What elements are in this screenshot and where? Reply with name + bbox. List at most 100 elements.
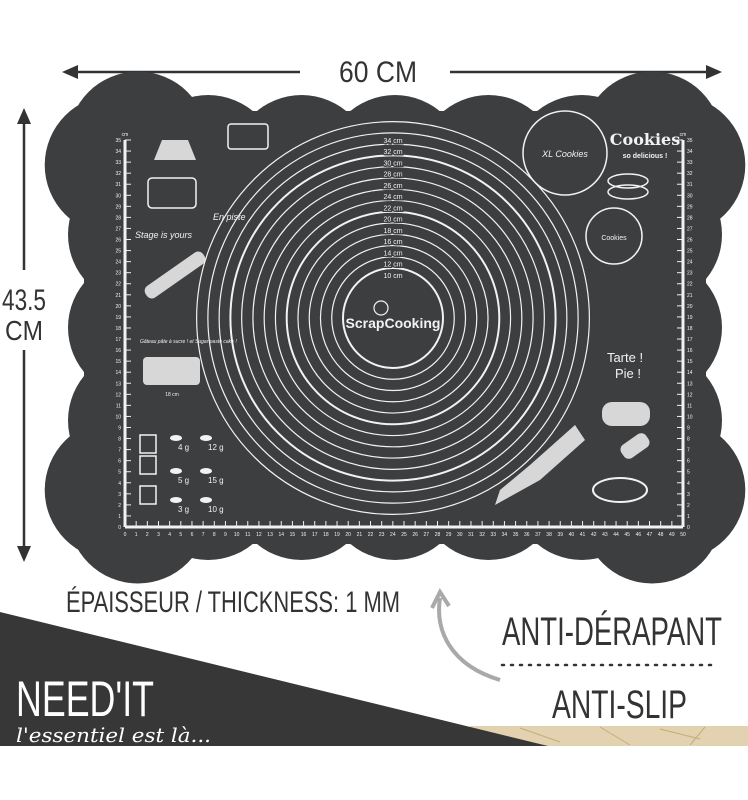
stage-label: Stage is yours [135, 230, 193, 240]
width-label: 60 CM [339, 56, 417, 89]
cookies-subtitle: so delicious ! [623, 153, 668, 160]
ruler-label: 32 [115, 171, 121, 177]
ruler-label: 9 [687, 425, 690, 431]
ruler-label: 17 [115, 337, 121, 343]
ruler-label: 22 [687, 282, 693, 288]
ruler-label: 19 [687, 315, 693, 321]
ruler-label: 25 [687, 249, 693, 255]
ring-36cm [196, 121, 590, 515]
ruler-label: 8 [687, 437, 690, 443]
arrow-head [430, 587, 451, 609]
height-unit: CM [5, 315, 43, 346]
ruler-label: 26 [412, 532, 418, 538]
ruler-label: 18 [323, 532, 329, 538]
ruler-label: 2 [146, 532, 149, 538]
ruler-label: 27 [115, 226, 121, 232]
ruler-label: 18 [687, 326, 693, 332]
ruler-label: 35 [513, 532, 519, 538]
ruler-label: 7 [202, 532, 205, 538]
ruler-label: 38 [546, 532, 552, 538]
ring-26cm [252, 177, 534, 459]
brand-banner [0, 612, 548, 746]
ruler-label: 31 [468, 532, 474, 538]
xl-cookies-label: XL Cookies [541, 149, 588, 159]
cookie-stack-icon [607, 184, 649, 200]
ring-label: 18 cm [383, 228, 402, 235]
ruler-label: 3 [687, 492, 690, 498]
spoon-icon [200, 435, 212, 441]
ruler-label: 13 [115, 381, 121, 387]
rolling-pin-icon [144, 251, 206, 299]
ruler-label: 34 [687, 149, 693, 155]
ruler-label: 42 [591, 532, 597, 538]
ruler-label: 16 [301, 532, 307, 538]
ruler-label: 12 [687, 392, 693, 398]
ruler-label: 30 [457, 532, 463, 538]
scrapcooking-logo: ScrapCooking [346, 315, 441, 331]
ruler-label: 45 [624, 532, 630, 538]
spoon-icon [170, 468, 182, 474]
spoon-measure: 4 g [178, 443, 189, 452]
ring-32cm [218, 143, 568, 493]
ruler-label: 7 [687, 448, 690, 454]
ring-34cm [207, 132, 579, 504]
ring-28cm [241, 166, 545, 470]
mat-body [44, 71, 746, 584]
lamp-icon [154, 140, 196, 160]
ruler-label: 4 [168, 532, 171, 538]
ruler-label: 23 [687, 271, 693, 277]
pie-label: Pie ! [615, 366, 641, 381]
wood-grain [519, 726, 706, 746]
ruler-label: 10 [115, 414, 121, 420]
ruler-label: 5 [118, 470, 121, 476]
spoon-icon [200, 497, 212, 503]
ring-14cm [319, 244, 467, 392]
ring-12cm [331, 256, 455, 380]
pie-icon [592, 477, 648, 503]
ruler-label: 7 [118, 448, 121, 454]
ruler-label: 20 [115, 304, 121, 310]
ruler-unit: cm [680, 132, 687, 138]
cake-label: Gâteau pâte à sucre ! et Sugar paste cak… [140, 339, 237, 345]
ruler-label: 32 [479, 532, 485, 538]
ruler-label: 44 [613, 532, 619, 538]
wood-strip [470, 726, 748, 746]
spoon-measure: 5 g [178, 476, 189, 485]
cookie-stack-icon [607, 173, 649, 189]
ruler-label: 17 [312, 532, 318, 538]
ruler-label: 0 [687, 525, 690, 531]
ruler-label: 31 [115, 182, 121, 188]
ruler-label: 21 [357, 532, 363, 538]
ruler-label: 1 [687, 514, 690, 520]
ruler-label: 2 [687, 503, 690, 509]
ruler-label: 27 [424, 532, 430, 538]
ruler-label: 14 [115, 370, 121, 376]
ruler-label: 4 [687, 481, 690, 487]
ruler-label: 10 [687, 414, 693, 420]
ruler-label: 33 [115, 160, 121, 166]
ruler-label: 6 [191, 532, 194, 538]
spoon-icon [170, 497, 182, 503]
ruler-label: 17 [687, 337, 693, 343]
ruler-label: 25 [115, 249, 121, 255]
ingredient-jar-icon [139, 455, 157, 475]
cookies-label: Cookies [601, 235, 627, 242]
ruler-label: 11 [245, 532, 250, 538]
ruler-label: 47 [647, 532, 653, 538]
ruler-label: 15 [687, 359, 693, 365]
ruler-label: 49 [669, 532, 675, 538]
ruler-label: 9 [224, 532, 227, 538]
ring-10cm [342, 267, 444, 369]
ruler-label: 36 [524, 532, 530, 538]
spoon-measure: 10 g [208, 505, 224, 514]
ruler-label: 21 [115, 293, 121, 299]
ring-label: 20 cm [383, 217, 402, 224]
ring-24cm [263, 188, 523, 448]
ruler-label: 15 [290, 532, 296, 538]
spoon-icon [170, 435, 182, 441]
ruler-label: 5 [687, 470, 690, 476]
ring-label: 32 cm [383, 149, 402, 156]
ring-18cm [297, 222, 489, 414]
ring-30cm [229, 154, 557, 482]
ruler-label: 3 [157, 532, 160, 538]
